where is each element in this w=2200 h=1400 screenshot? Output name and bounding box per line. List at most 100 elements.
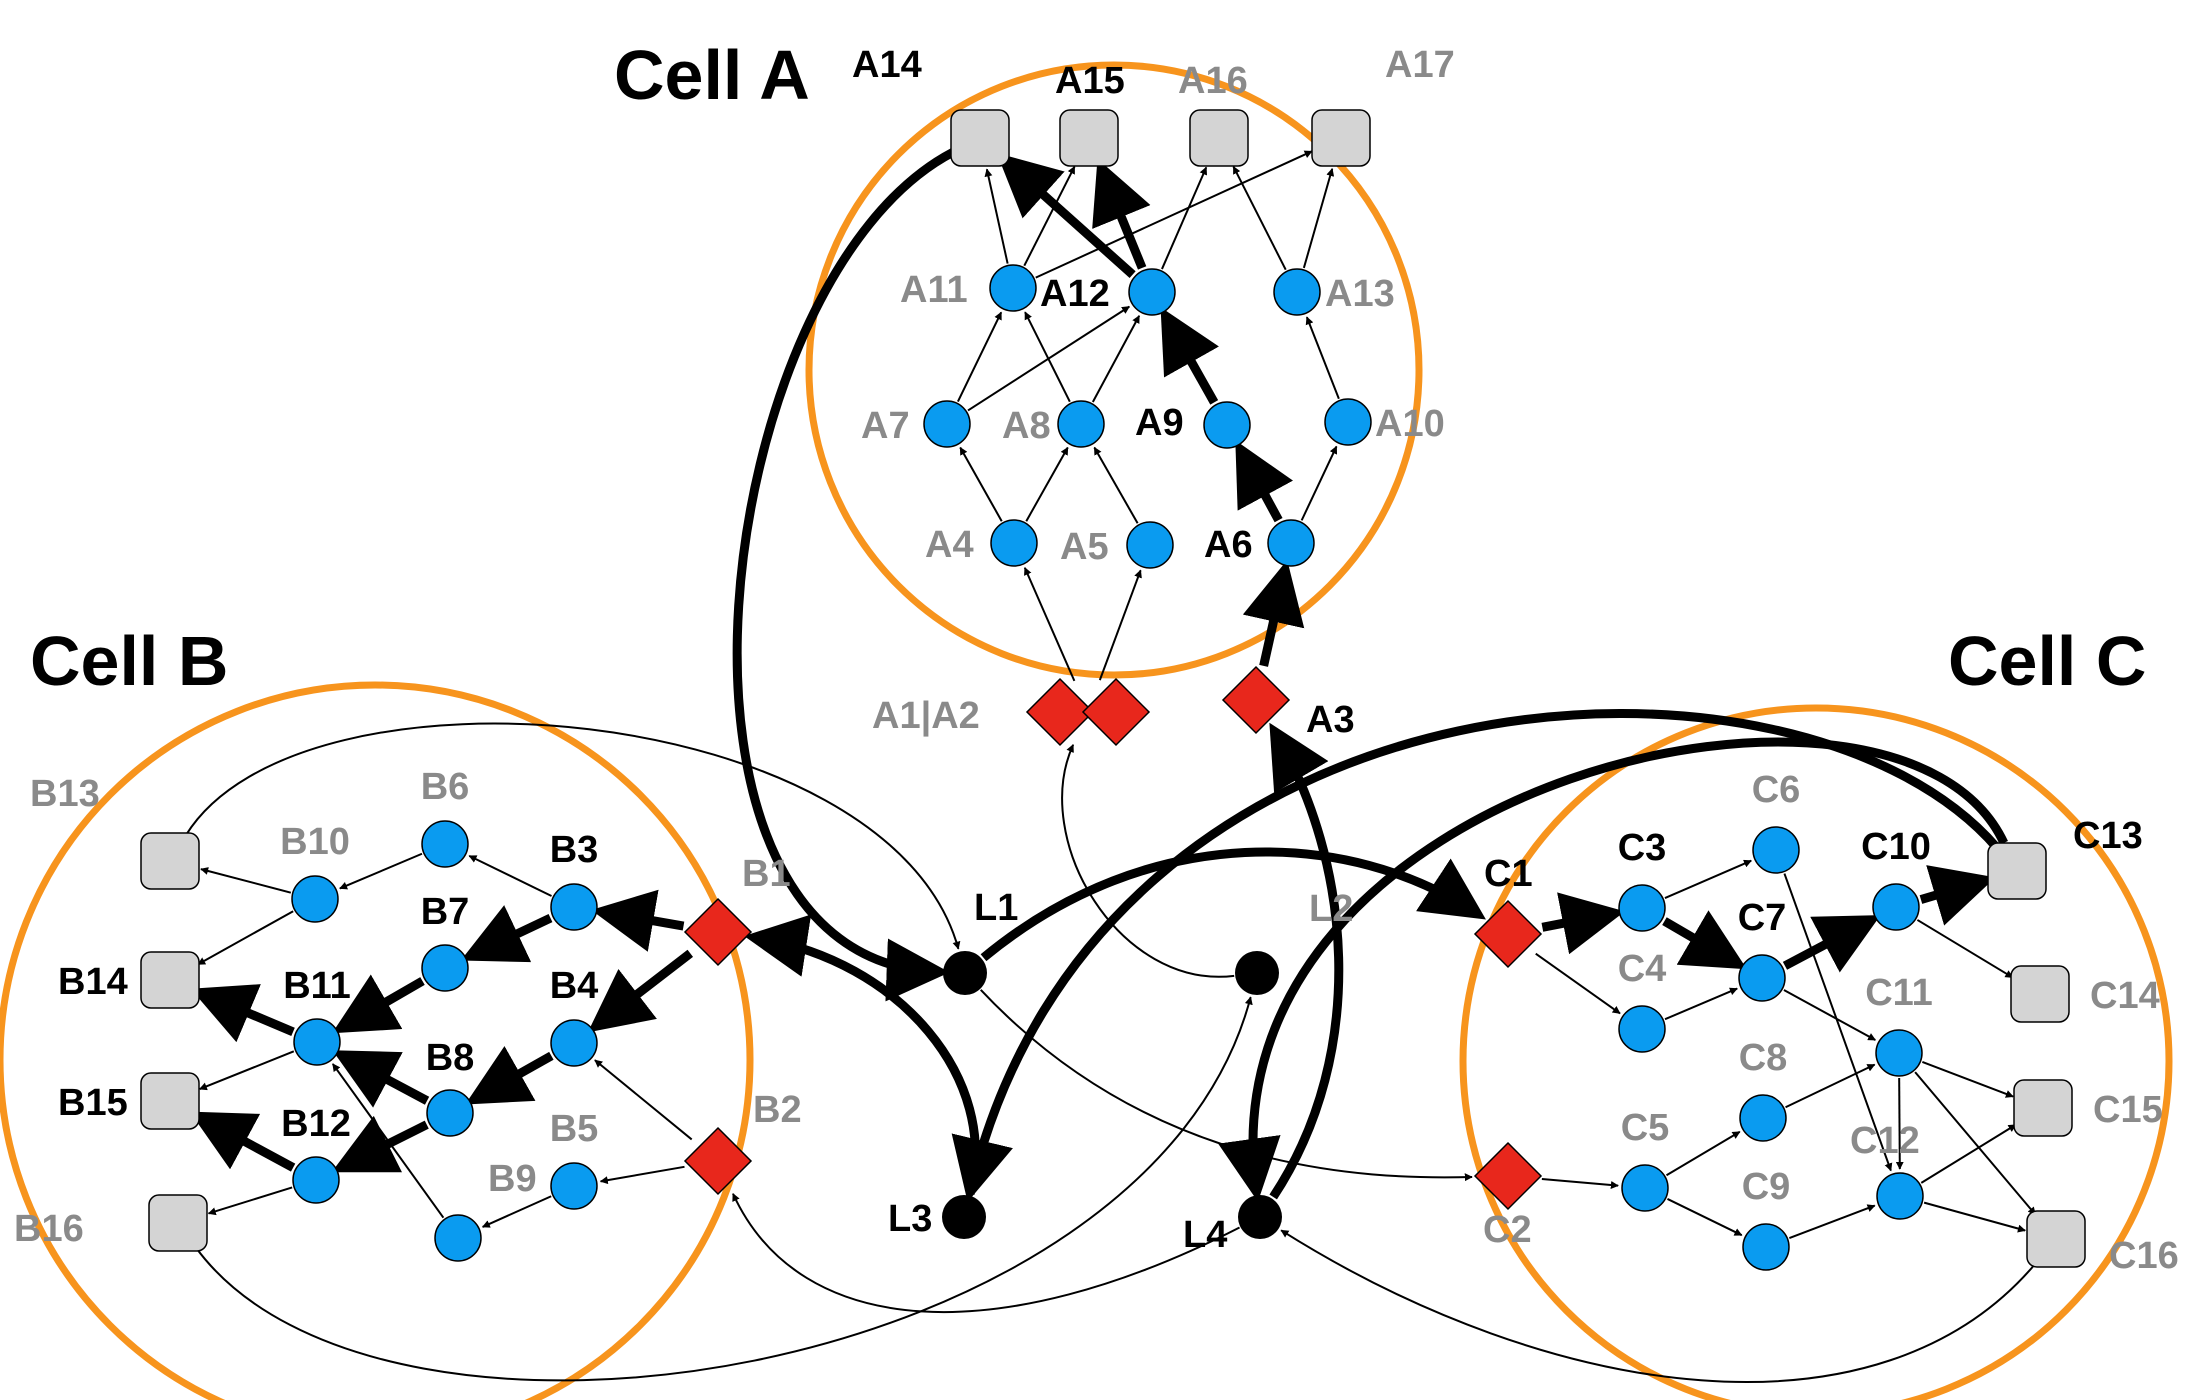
edge-a8-to-a12	[1091, 315, 1141, 403]
label-b9: B9	[488, 1158, 537, 1200]
neuron-b12	[292, 1156, 340, 1204]
label-c1: C1	[1484, 853, 1533, 895]
edge-c10-to-c13	[1919, 865, 1996, 926]
input-diamond-b2	[683, 1126, 753, 1196]
edge-a13-to-a17	[1302, 167, 1335, 269]
edge-c7-to-c10	[1782, 915, 1881, 973]
neuron-b3	[550, 883, 598, 931]
input-diamond-b1	[683, 897, 753, 967]
neuron-b9	[434, 1214, 482, 1262]
neuron-a13	[1273, 268, 1321, 316]
edge-b1-to-b3	[591, 889, 685, 952]
edge-b13-to-l1	[184, 722, 961, 950]
neuron-b6	[421, 820, 469, 868]
edge-b11-to-b14	[190, 984, 295, 1043]
output-square-c14	[2010, 965, 2070, 1023]
label-c7: C7	[1738, 897, 1787, 939]
edge-c12-to-c16	[1923, 1201, 2026, 1233]
edge-l1-to-c2	[980, 989, 1473, 1182]
output-square-a17	[1311, 109, 1371, 167]
edge-a1-a2-to-a4	[1023, 567, 1076, 682]
landmark-l2	[1235, 951, 1279, 995]
edge-a10-to-a13	[1305, 316, 1340, 400]
edge-c1-to-c3	[1541, 892, 1625, 955]
edge-a11-to-a17	[1035, 150, 1313, 279]
edge-c2-to-c5	[1541, 1177, 1619, 1189]
label-c5: C5	[1621, 1107, 1670, 1149]
label-a16: A16	[1178, 60, 1248, 102]
neuron-c9	[1742, 1223, 1790, 1271]
edge-b7-to-b11	[332, 974, 425, 1034]
edges-layer	[184, 148, 2038, 1383]
label-a10: A10	[1375, 403, 1445, 445]
edge-c8-to-c11	[1785, 1063, 1876, 1109]
edge-b2-to-b4	[594, 1059, 693, 1141]
neuron-c12	[1876, 1172, 1924, 1220]
label-c2: C2	[1483, 1209, 1532, 1251]
edge-a14-to-l1	[732, 148, 955, 1002]
label-a4: A4	[925, 524, 974, 566]
neuron-a6	[1267, 519, 1315, 567]
label-a13: A13	[1325, 273, 1395, 315]
edge-c11-to-c16	[1914, 1071, 2037, 1216]
edge-c11-to-c15	[1921, 1060, 2014, 1098]
edge-c5-to-c8	[1665, 1130, 1741, 1177]
label-a12: A12	[1040, 273, 1110, 315]
edge-b12-to-b16	[207, 1186, 293, 1216]
edge-a6-to-a10	[1300, 445, 1338, 521]
edge-c16-to-l4	[1280, 1229, 2038, 1383]
edge-b12-to-b15	[189, 1111, 296, 1172]
label-c3: C3	[1618, 827, 1667, 869]
edge-c3-to-c7	[1662, 910, 1747, 970]
input-diamond-a3	[1221, 665, 1291, 735]
edge-c9-to-c12	[1789, 1204, 1876, 1240]
neuron-c5	[1621, 1164, 1669, 1212]
edge-c10-to-c14	[1916, 919, 2014, 979]
neuron-a11	[989, 264, 1037, 312]
label-b1: B1	[742, 853, 791, 895]
landmark-l3	[942, 1195, 986, 1239]
label-c13: C13	[2073, 815, 2143, 857]
edge-b10-to-b13	[200, 867, 292, 894]
neuron-c7	[1738, 954, 1786, 1002]
label-c8: C8	[1739, 1037, 1788, 1079]
neuron-b7	[421, 944, 469, 992]
label-a17: A17	[1385, 44, 1455, 86]
output-square-a14	[950, 109, 1010, 167]
output-square-b16	[148, 1194, 208, 1252]
edge-a12-to-a16	[1161, 166, 1208, 270]
neuron-b8	[426, 1089, 474, 1137]
label-b8: B8	[426, 1037, 475, 1079]
label-a14: A14	[852, 44, 922, 86]
edge-b8-to-b11	[332, 1050, 430, 1108]
output-square-b13	[140, 832, 200, 890]
neuron-a10	[1324, 398, 1372, 446]
edge-a9-to-a12	[1160, 307, 1219, 405]
label-b13: B13	[30, 773, 100, 815]
label-c9: C9	[1742, 1166, 1791, 1208]
edge-a11-to-a14	[984, 168, 1009, 264]
cell-c-title: Cell C	[1948, 622, 2146, 700]
edge-a12-to-a15	[1092, 158, 1151, 270]
label-c16: C16	[2109, 1235, 2179, 1277]
label-l1: L1	[974, 887, 1018, 929]
label-l4: L4	[1183, 1214, 1227, 1256]
edge-b4-to-b8	[465, 1046, 554, 1105]
edge-b3-to-b7	[460, 905, 553, 963]
label-a8: A8	[1002, 405, 1051, 447]
edge-a3-to-a6	[1242, 559, 1305, 667]
label-a9: A9	[1135, 402, 1184, 444]
input-diamond-c2	[1473, 1141, 1543, 1211]
edge-b10-to-b14	[197, 910, 294, 966]
label-b15: B15	[58, 1082, 128, 1124]
label-c12: C12	[1850, 1120, 1920, 1162]
landmark-l4	[1238, 1195, 1282, 1239]
neuron-b11	[293, 1018, 341, 1066]
input-diamond-a1	[1025, 677, 1095, 747]
edge-b1-to-b4	[587, 949, 694, 1033]
label-a6: A6	[1204, 524, 1253, 566]
edge-l4-to-a3	[1269, 722, 1344, 1200]
edge-c13-to-l3	[951, 709, 2001, 1203]
label-b12: B12	[281, 1103, 351, 1145]
